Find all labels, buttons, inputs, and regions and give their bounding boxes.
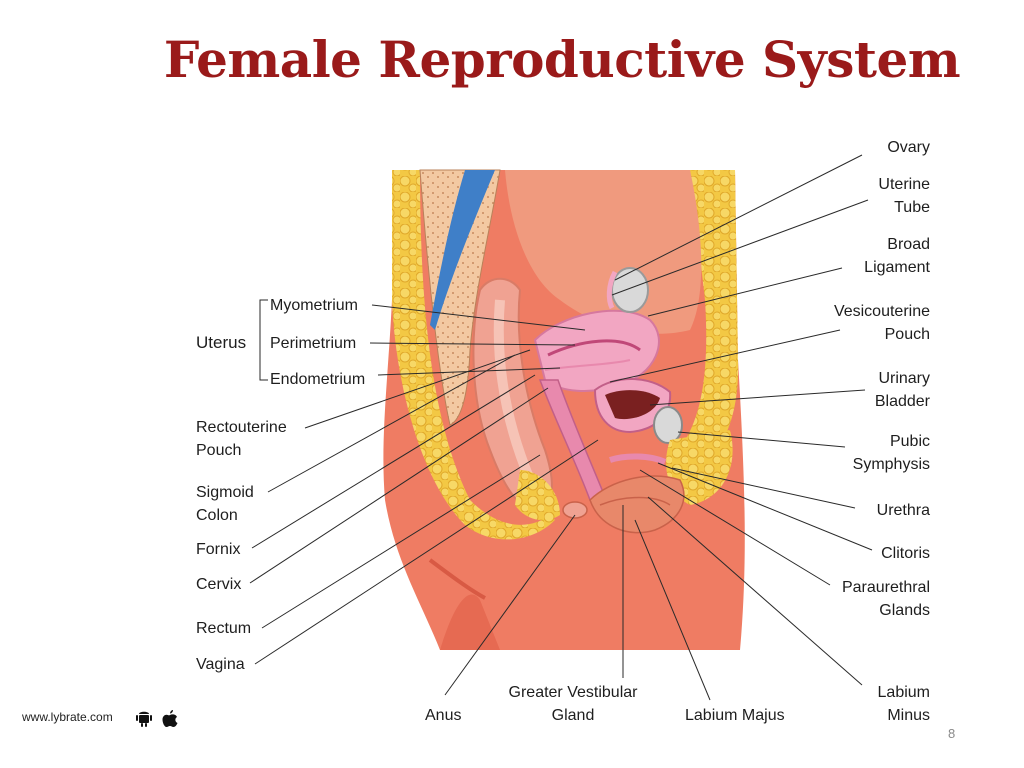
ovary [611, 267, 649, 313]
label-ovary: Ovary [887, 139, 930, 156]
anus [562, 501, 588, 519]
labia [589, 475, 685, 534]
abdominal-tissue [505, 170, 702, 334]
page-number: 8 [948, 726, 956, 741]
label-uterus: Uterus [196, 333, 247, 352]
label-cervix: Cervix [196, 576, 242, 593]
apple-icon [162, 710, 178, 727]
label-urethra: Urethra [876, 502, 930, 519]
footer-url[interactable]: www.lybrate.com [22, 710, 113, 724]
label-rectum: Rectum [196, 620, 252, 637]
page-title: Female Reproductive System [163, 30, 961, 89]
label-vagina: Vagina [196, 656, 245, 673]
uterus [533, 309, 660, 392]
android-icon [136, 711, 152, 727]
label-clitoris: Clitoris [881, 545, 930, 562]
spinal-canal [430, 170, 495, 330]
label-endometrium: Endometrium [270, 371, 366, 388]
fat-layer-back [392, 170, 555, 540]
fat-layer-front [670, 170, 739, 470]
sacrum [419, 169, 501, 426]
label-anus: Anus [425, 707, 462, 724]
label-perimetrium: Perimetrium [270, 335, 357, 352]
label-fornix: Fornix [196, 541, 241, 558]
pubic-symphysis [653, 406, 683, 444]
label-myometrium: Myometrium [270, 297, 359, 314]
label-labium-majus: Labium Majus [685, 707, 785, 724]
leader-lines [249, 154, 873, 701]
